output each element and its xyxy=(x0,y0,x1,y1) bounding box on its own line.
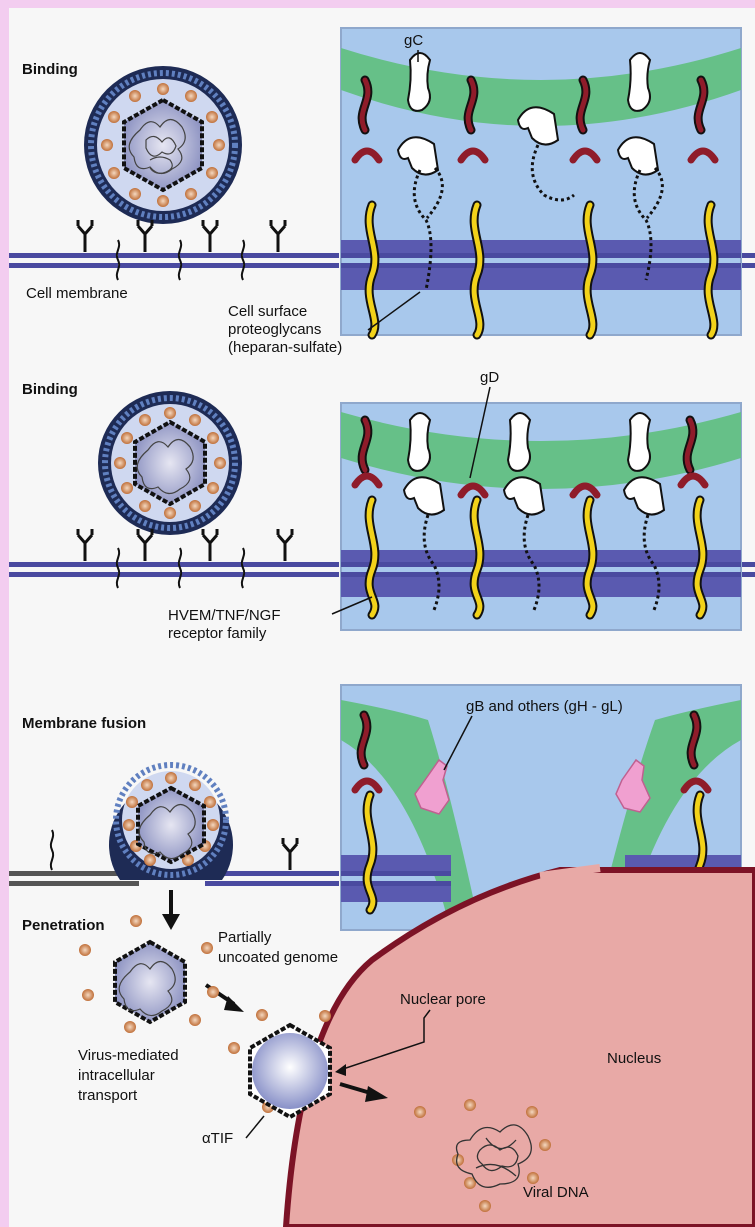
label-atif: αTIF xyxy=(202,1130,233,1147)
label-nucleus: Nucleus xyxy=(607,1050,661,1067)
section-title-penetration: Penetration xyxy=(22,917,105,934)
label-transport-1: Virus-mediated xyxy=(78,1047,179,1064)
label-transport-3: transport xyxy=(78,1087,138,1104)
label-gd: gD xyxy=(480,369,499,386)
label-nuclear-pore: Nuclear pore xyxy=(400,991,486,1008)
label-viral-dna: Viral DNA xyxy=(523,1184,589,1201)
section-title-binding-2: Binding xyxy=(22,381,78,398)
inset-binding-gd xyxy=(341,403,741,630)
label-gb: gB and others (gH - gL) xyxy=(466,698,623,715)
label-hvem-2: receptor family xyxy=(168,625,267,642)
section-title-binding-1: Binding xyxy=(22,61,78,78)
label-gc: gC xyxy=(404,32,423,49)
label-proteoglycans-1: Cell surface xyxy=(228,303,307,320)
label-partially-1: Partially xyxy=(218,929,272,946)
label-proteoglycans-3: (heparan-sulfate) xyxy=(228,339,342,356)
label-proteoglycans-2: proteoglycans xyxy=(228,321,321,338)
label-partially-2: uncoated genome xyxy=(218,949,338,966)
virion-icon xyxy=(98,391,242,535)
label-cell-membrane: Cell membrane xyxy=(26,285,128,302)
label-transport-2: intracellular xyxy=(78,1067,155,1084)
section-title-membrane-fusion: Membrane fusion xyxy=(22,715,146,732)
inset-binding-gc xyxy=(341,28,741,335)
label-hvem-1: HVEM/TNF/NGF xyxy=(168,607,281,624)
virion-icon xyxy=(84,66,242,224)
